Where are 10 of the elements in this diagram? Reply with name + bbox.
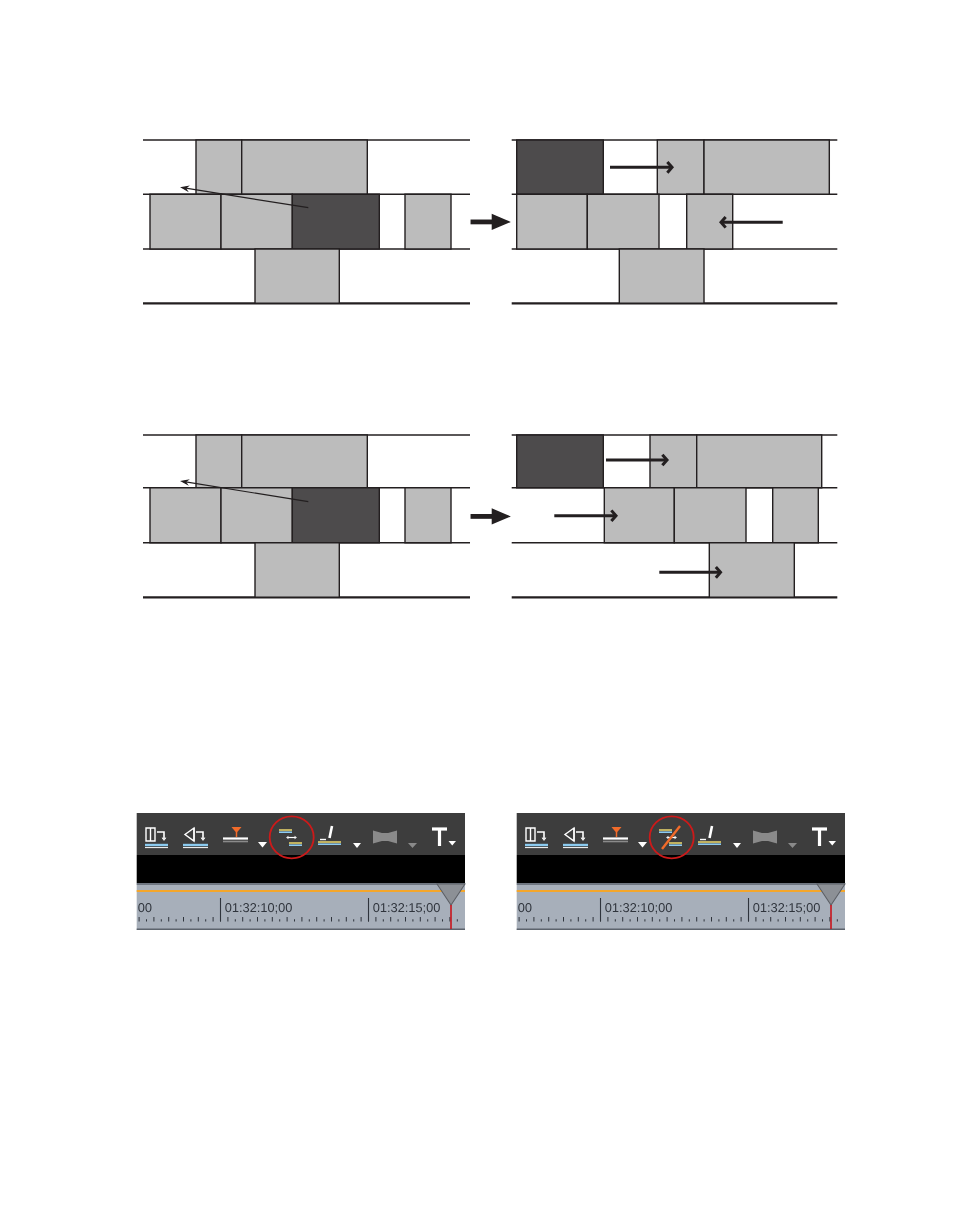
timeline-diagram — [510, 434, 839, 599]
timecode-label: 00 — [138, 903, 152, 913]
timecode-label: 00 — [518, 903, 532, 913]
timecode-label: 01:32:15;00 — [753, 903, 820, 914]
timeline-diagram — [142, 434, 471, 599]
timeline-diagram — [510, 139, 839, 305]
timeline-diagram — [142, 139, 471, 305]
timecode-label: 01:32:10;00 — [605, 903, 672, 914]
timecode-label: 01:32:15;00 — [373, 903, 440, 914]
timecode-label: 01:32:10;00 — [225, 903, 292, 914]
